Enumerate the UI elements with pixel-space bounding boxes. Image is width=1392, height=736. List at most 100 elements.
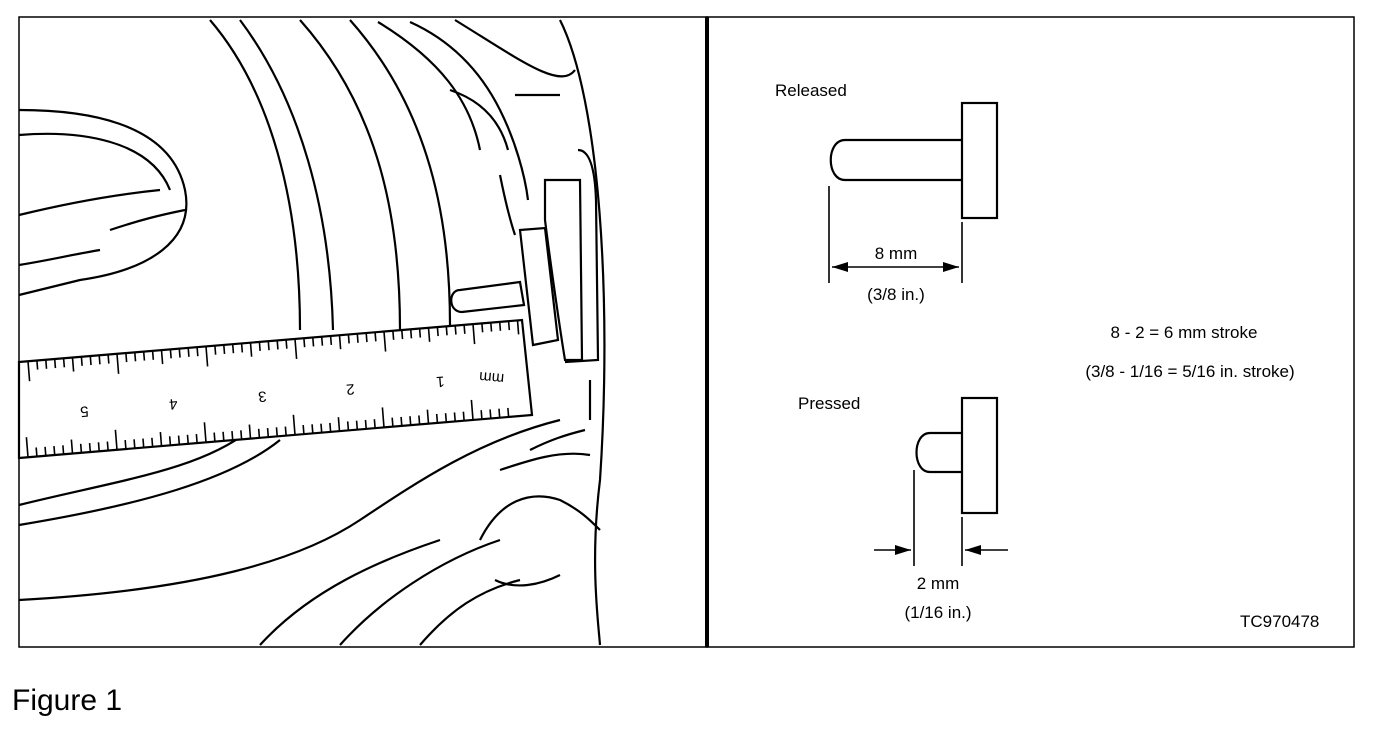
ruler-tick [498,408,501,418]
ruler-unit-label: mm [478,368,504,387]
released-measure: 8 mm [875,244,918,263]
ruler-tick [151,350,155,360]
ruler-tick [195,434,198,444]
ruler-tick [240,430,243,440]
ruler-tick [472,324,476,345]
ruler-tick [373,419,376,429]
ruler-number: 1 [435,372,445,390]
ruler-tick [36,360,39,370]
ruler-tick [347,334,350,344]
ruler-tick [337,417,341,432]
released-measure-in: (3/8 in.) [867,285,925,304]
ruler-tick [25,437,29,458]
ruler-tick [275,427,278,437]
ruler-tick [97,442,100,452]
pressed-plunger [874,396,1008,566]
ruler-tick [160,350,164,365]
ruler-tick [364,419,367,429]
ruler-tick [178,348,181,358]
ruler-tick [44,446,47,456]
ruler-tick [292,414,296,435]
ruler-tick [205,346,209,367]
ruler-tick [294,338,298,360]
ruler-tick [481,323,484,333]
ruler-tick [71,357,75,372]
ruler-tick [463,324,466,334]
ruler-tick [498,321,502,331]
ruler-tick [88,442,92,453]
ruler-tick [249,342,253,357]
ruler-tick [151,437,154,447]
ruler-number: 2 [345,380,355,398]
ruler-tick [266,428,270,438]
ruler-tick [203,422,207,443]
ruler-tick [142,438,145,448]
ruler-tick [383,331,387,352]
ruler-tick [231,344,235,354]
ruler-tick [320,423,323,433]
pedal-drawing [18,19,606,646]
ruler-tick [401,329,404,340]
ruler-number: 4 [168,395,178,413]
pressed-measure: 2 mm [917,574,960,593]
ruler-number: 3 [257,387,267,405]
ruler-tick [70,439,74,454]
ruler-tick [418,328,422,338]
ruler-tick [400,416,403,426]
ruler-tick [257,428,261,438]
ruler-tick [258,341,261,351]
ruler-tick [240,343,244,353]
ruler-tick [222,431,225,441]
ruler-tick [124,439,127,450]
stroke-formula-mm: 8 - 2 = 6 mm stroke [1111,323,1258,342]
ruler-tick [480,410,483,420]
ruler-tick [276,340,279,350]
ruler-tick [267,341,270,351]
ruler-tick [177,435,181,445]
ruler-tick [214,345,217,355]
ruler-tick [381,407,385,428]
ruler-tick [329,422,332,432]
ruler-tick [356,333,359,343]
ruler-tick [320,336,324,346]
ruler-tick [223,344,226,354]
ruler-tick [116,353,120,374]
ruler-tick [79,443,83,453]
ruler: 1 2 3 4 5 mm [17,318,534,460]
ruler-tick [35,447,38,457]
ruler-tick [89,355,92,366]
ruler-tick [80,356,83,366]
ruler-tick [454,325,457,335]
ruler-tick [168,436,172,446]
ruler-tick [106,441,109,451]
ruler-tick [53,358,57,369]
ruler-tick [392,330,395,340]
ruler-tick [409,329,413,339]
ruler-tick [213,432,216,442]
ruler-tick [53,445,56,456]
ruler-tick [489,409,492,419]
ruler-tick [374,332,377,342]
ruler-tick [187,347,190,357]
ruler-tick [284,426,287,436]
ruler-tick [365,332,368,343]
ruler-tick [435,413,439,423]
ruler-number: 5 [79,402,89,420]
stroke-formula-in: (3/8 - 1/16 = 5/16 in. stroke) [1085,362,1294,381]
ruler-tick [355,420,359,430]
ruler-tick [444,413,448,423]
ruler-tick [470,399,474,421]
ruler-tick [516,320,520,335]
ruler-tick [507,321,511,331]
ruler-tick [285,339,288,349]
pressed-measure-in: (1/16 in.) [904,603,971,622]
ruler-tick [133,439,136,449]
ruler-tick [62,445,65,455]
ruler-tick [114,429,118,450]
ruler-tick [45,359,48,369]
released-plunger [828,101,999,283]
ruler-tick [107,354,110,364]
ruler-tick [186,434,189,444]
ruler-tick [196,347,199,357]
